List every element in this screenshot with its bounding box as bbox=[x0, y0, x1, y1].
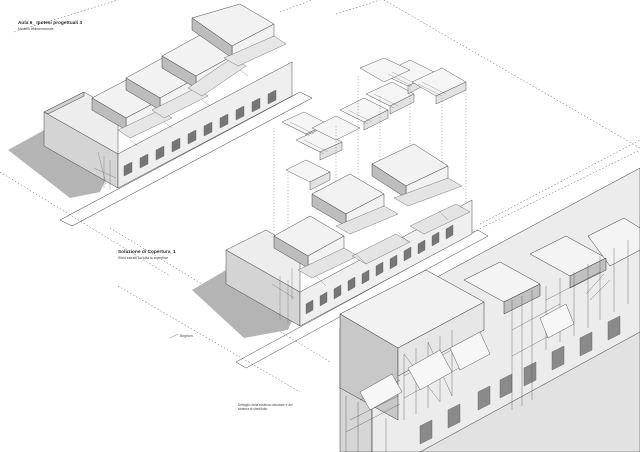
side-label: Brighton bbox=[180, 334, 193, 338]
block2-model bbox=[192, 143, 489, 369]
block1-shadow bbox=[8, 128, 110, 198]
detail-caption-line-1: Dettaglio della struttura reticolare e d… bbox=[238, 403, 293, 407]
block2-title: Soluzione di Copertura_1 bbox=[118, 249, 176, 254]
detail-close-up bbox=[339, 167, 640, 452]
block2-subtitle: Shed estratti su tutta la superficie bbox=[118, 256, 169, 260]
detail-caption: Dettaglio della struttura reticolare e d… bbox=[238, 403, 358, 412]
block2-shadow bbox=[192, 270, 296, 338]
dimension-tick bbox=[169, 333, 179, 339]
block1-subtitle: Modello tridimensionale bbox=[18, 27, 54, 31]
dashed-guide-lines bbox=[0, 0, 640, 393]
exploded-shed-roof bbox=[281, 57, 467, 191]
block1-title: Aula 6_ Ipotesi progettuali 3 bbox=[18, 20, 83, 25]
block1-model bbox=[8, 3, 313, 227]
detail-caption-line-2: sistema di shed/tutto bbox=[238, 407, 268, 412]
